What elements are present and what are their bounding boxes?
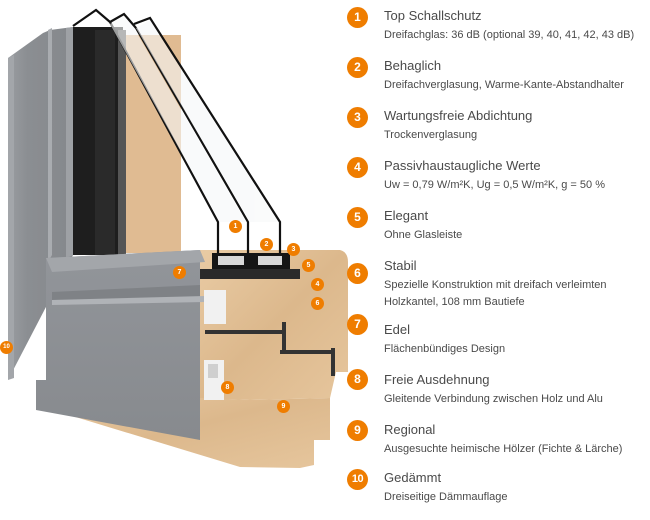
number-badge: 8	[347, 369, 368, 390]
marker-8: 8	[221, 381, 234, 394]
item-description: Ausgesuchte heimische Hölzer (Fichte & L…	[384, 443, 623, 455]
item-title: Freie Ausdehnung	[384, 372, 490, 387]
item-description-line-2: Holzkantel, 108 mm Bautiefe	[384, 296, 525, 308]
item-description: Ohne Glasleiste	[384, 229, 463, 241]
item-title: Elegant	[384, 208, 429, 223]
item-title: Gedämmt	[384, 470, 442, 485]
number-badge: 5	[347, 207, 368, 228]
number-badge: 10	[347, 469, 368, 490]
item-title: Regional	[384, 422, 436, 437]
marker-5: 5	[302, 259, 315, 272]
item-description: Spezielle Konstruktion mit dreifach verl…	[384, 279, 607, 291]
marker-6: 6	[311, 297, 324, 310]
item-description: Trockenverglasung	[384, 129, 478, 141]
aluminium-sill-profile	[36, 250, 200, 440]
marker-3: 3	[287, 243, 300, 256]
item-title: Wartungsfreie Abdichtung	[384, 108, 533, 123]
feature-legend: 1 Top Schallschutz Dreifachglas: 36 dB (…	[347, 0, 650, 520]
window-frame-drawing	[8, 8, 348, 468]
number-badge: 6	[347, 263, 368, 284]
item-title: Stabil	[384, 258, 417, 273]
item-title: Passivhaustaugliche Werte	[384, 158, 541, 173]
marker-10: 10	[0, 341, 13, 354]
item-description: Dreifachglas: 36 dB (optional 39, 40, 41…	[384, 29, 635, 41]
item-title: Behaglich	[384, 58, 442, 73]
number-badge: 2	[347, 57, 368, 78]
number-badge: 7	[347, 314, 368, 335]
item-title: Top Schallschutz	[384, 8, 482, 23]
marker-2: 2	[260, 238, 273, 251]
number-badge: 9	[347, 420, 368, 441]
aluminium-vertical-profile	[8, 27, 73, 380]
item-description: Dreiseitige Dämmauflage	[384, 491, 508, 503]
item-description: Flächenbündiges Design	[384, 343, 506, 355]
marker-7: 7	[173, 266, 186, 279]
window-cross-section-illustration: 1 2 3 5 4 6 7 8 9 10	[0, 8, 348, 468]
number-badge: 4	[347, 157, 368, 178]
item-description: Uw = 0,79 W/m²K, Ug = 0,5 W/m²K, g = 50 …	[384, 179, 605, 191]
number-badge: 3	[347, 107, 368, 128]
marker-4: 4	[311, 278, 324, 291]
marker-1: 1	[229, 220, 242, 233]
number-badge: 1	[347, 7, 368, 28]
item-title: Edel	[384, 322, 411, 337]
item-description: Dreifachverglasung, Warme-Kante-Abstandh…	[384, 79, 624, 91]
marker-9: 9	[277, 400, 290, 413]
item-description: Gleitende Verbindung zwischen Holz und A…	[384, 393, 603, 405]
